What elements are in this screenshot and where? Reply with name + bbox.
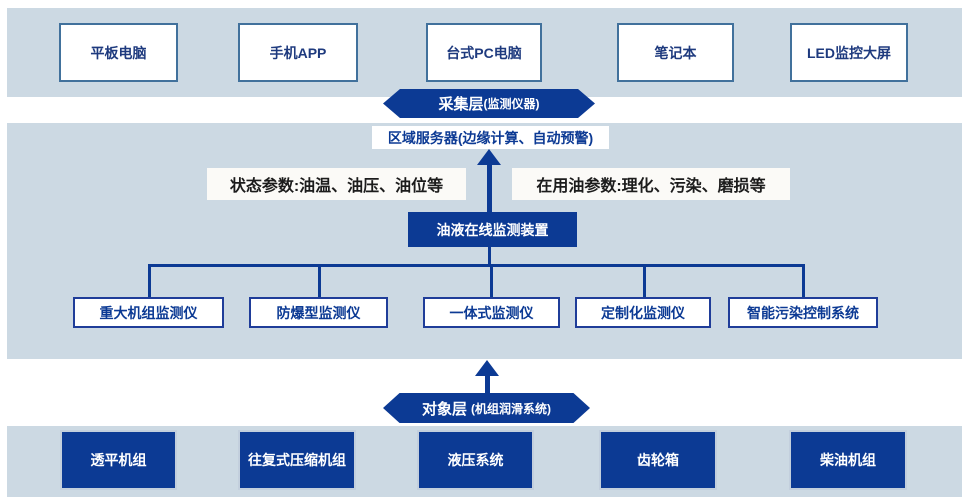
connector-drop-4 [643, 264, 646, 297]
node-reciprocating-compressor: 往复式压缩机组 [238, 430, 356, 490]
object-layer-title: 对象层 [421, 400, 467, 418]
up-arrow-icon [475, 360, 499, 393]
collection-layer-title: 采集层 [438, 96, 484, 113]
up-arrow-icon [477, 149, 501, 212]
node-major-unit-monitor: 重大机组监测仪 [73, 297, 224, 328]
arrow-head [475, 360, 499, 376]
node-tablet-pc: 平板电脑 [59, 23, 178, 82]
node-laptop: 笔记本 [617, 23, 734, 82]
node-turbine-unit: 透平机组 [60, 430, 177, 490]
connector-drop-2 [318, 264, 321, 297]
node-customized-monitor: 定制化监测仪 [575, 297, 711, 328]
oil-params-label: 在用油参数:理化、污染、磨损等 [512, 168, 790, 200]
connector-horizontal [148, 264, 805, 267]
oil-monitor-device-box: 油液在线监测装置 [408, 212, 577, 247]
node-integrated-monitor: 一体式监测仪 [423, 297, 560, 328]
arrow-shaft [486, 165, 492, 212]
regional-server-box: 区域服务器(边缘计算、自动预警) [372, 126, 609, 149]
arrow-head [477, 149, 501, 165]
collection-layer-pill: 采集层(监测仪器) [383, 89, 595, 118]
node-hydraulic-system: 液压系统 [417, 430, 534, 490]
arrow-shaft [484, 376, 490, 393]
collection-layer-subtitle: (监测仪器) [483, 97, 540, 111]
node-led-screen: LED监控大屏 [790, 23, 908, 82]
node-gearbox: 齿轮箱 [599, 430, 717, 490]
connector-vertical-monitor [488, 247, 491, 265]
node-explosionproof-monitor: 防爆型监测仪 [249, 297, 388, 328]
object-layer-subtitle: (机组润滑系统) [471, 401, 551, 416]
node-smart-pollution-control: 智能污染控制系统 [728, 297, 878, 328]
object-layer-pill: 对象层 (机组润滑系统) [383, 393, 590, 423]
node-desktop-pc: 台式PC电脑 [426, 23, 542, 82]
connector-drop-1 [148, 264, 151, 297]
connector-drop-3 [490, 264, 493, 297]
status-params-label: 状态参数:油温、油压、油位等 [207, 168, 466, 200]
connector-drop-5 [802, 264, 805, 297]
node-diesel-unit: 柴油机组 [789, 430, 907, 490]
node-mobile-app: 手机APP [238, 23, 358, 82]
